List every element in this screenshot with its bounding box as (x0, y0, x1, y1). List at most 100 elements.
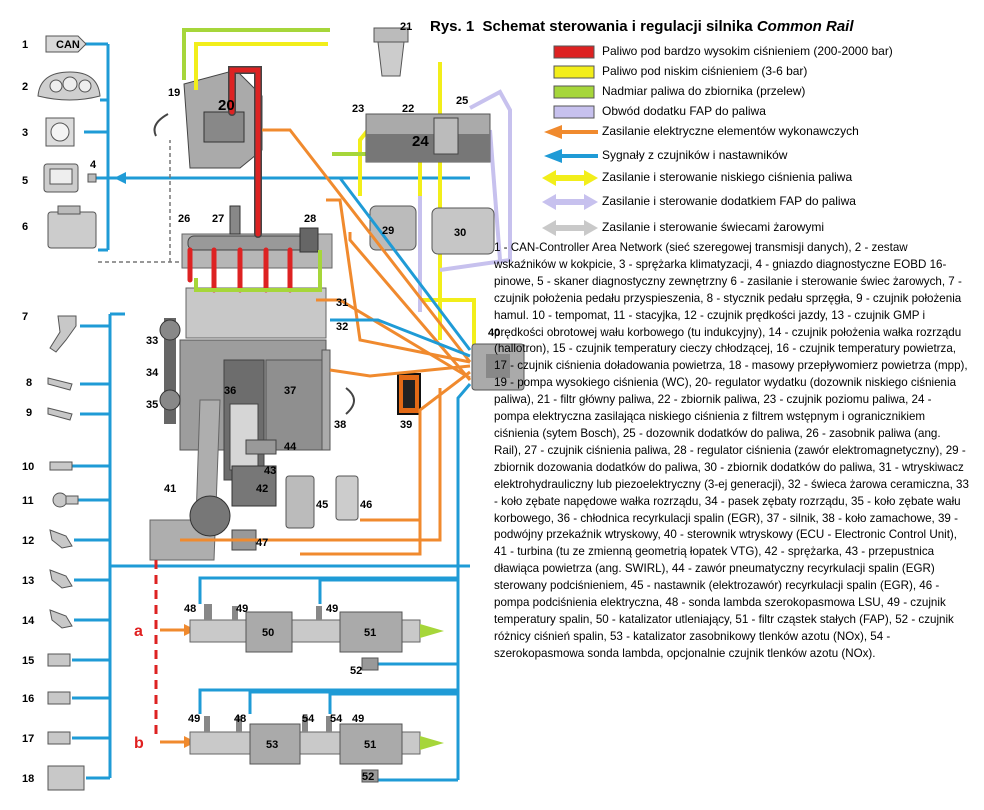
legend-item: Nadmiar paliwa do zbiornika (przelew) (540, 84, 805, 103)
component-description: 1 - CAN-Controller Area Network (sieć sz… (494, 240, 970, 663)
label-51b: 51 (364, 739, 376, 751)
label-43: 43 (264, 465, 276, 477)
title-prefix: Rys. 1 (430, 18, 475, 35)
description-text: 1 - CAN-Controller Area Network (sieć sz… (494, 241, 969, 660)
legend-label: Nadmiar paliwa do zbiornika (przelew) (602, 84, 806, 98)
label-37: 37 (284, 385, 296, 397)
legend-label: Zasilanie elektryczne elementów wykonawc… (602, 124, 859, 138)
label-44: 44 (284, 441, 297, 453)
legend-label: Zasilanie i sterowanie dodatkiem FAP do … (602, 194, 856, 208)
label-50: 50 (262, 627, 274, 639)
ac-compressor-icon (45, 117, 75, 147)
legend-swatch (553, 85, 595, 99)
legend-label: Zasilanie i sterowanie niskiego ciśnieni… (602, 170, 853, 184)
label-38: 38 (334, 419, 346, 431)
label-53: 53 (266, 739, 278, 751)
label-23: 23 (352, 103, 364, 115)
legend-swatch (553, 65, 595, 79)
label-49c: 49 (188, 713, 200, 725)
legend-label: Sygnały z czujników i nastawników (602, 148, 788, 162)
label-28: 28 (304, 213, 316, 225)
label-19: 19 (168, 87, 180, 99)
legend-item: Zasilanie i sterowanie dodatkiem FAP do … (540, 194, 856, 213)
label-16: 16 (22, 693, 34, 705)
label-42: 42 (256, 483, 268, 495)
label-33: 33 (146, 335, 158, 347)
label-7: 7 (22, 311, 28, 323)
label-48a: 48 (184, 603, 196, 615)
label-48b: 48 (234, 713, 246, 725)
title-italic: Common Rail (756, 18, 854, 35)
legend-label: Paliwo pod bardzo wysokim ciśnieniem (20… (602, 44, 893, 58)
label-36: 36 (224, 385, 236, 397)
label-54a: 54 (302, 713, 315, 725)
label-26: 26 (178, 213, 190, 225)
label-13: 13 (22, 575, 34, 587)
figure-title: Rys. 1 Schemat sterowania i regulacji si… (430, 18, 854, 35)
legend-label: Zasilanie i sterowanie świecami żarowymi (602, 220, 825, 234)
signal-bus-right (114, 172, 472, 782)
label-6: 6 (22, 221, 28, 233)
legend-item: Paliwo pod bardzo wysokim ciśnieniem (20… (540, 44, 893, 63)
label-41: 41 (164, 483, 176, 495)
label-49b: 49 (326, 603, 338, 615)
label-8: 8 (26, 377, 32, 389)
label-11: 11 (22, 495, 34, 507)
legend-arrow-icon (542, 194, 598, 210)
exhaust-line-b (189, 716, 444, 783)
legend-arrow-icon (544, 125, 598, 139)
label-4: 4 (90, 159, 97, 171)
label-39: 39 (400, 419, 412, 431)
legend-arrow-icon (542, 220, 598, 236)
label-52a: 52 (350, 665, 362, 677)
glow-relay-icon (47, 205, 97, 249)
label-2: 2 (22, 81, 28, 93)
fuel-tank (365, 113, 491, 163)
label-51a: 51 (364, 627, 376, 639)
ecu (471, 343, 525, 391)
high-pressure-lines (187, 66, 293, 293)
fuel-filter (373, 27, 409, 77)
label-54b: 54 (330, 713, 343, 725)
signal-bus-left (72, 42, 470, 780)
label-20: 20 (218, 97, 235, 114)
label-34: 34 (146, 367, 159, 379)
label-9: 9 (26, 407, 32, 419)
label-40: 40 (488, 327, 500, 339)
legend-arrow-icon (542, 170, 598, 186)
legend-item: Zasilanie i sterowanie świecami żarowymi (540, 220, 824, 239)
glow-control-dashed (98, 140, 215, 263)
label-21: 21 (400, 21, 412, 33)
label-b: b (134, 735, 144, 752)
label-52b: 52 (362, 771, 374, 783)
label-17: 17 (22, 733, 34, 745)
can-icon (45, 35, 87, 53)
fap-lines (418, 89, 512, 312)
legend-label: Obwód dodatku FAP do paliwa (602, 104, 766, 118)
power-lines (160, 128, 472, 748)
engine-block (149, 233, 359, 561)
return-lines (182, 28, 370, 292)
label-29: 29 (382, 225, 394, 237)
fap-dosing-tank (369, 205, 495, 255)
fuel-rail (187, 205, 319, 253)
label-49a: 49 (236, 603, 248, 615)
legend-item: Obwód dodatku FAP do paliwa (540, 104, 766, 123)
label-49d: 49 (352, 713, 364, 725)
diagnostic-scanner-icon (43, 163, 97, 193)
label-10: 10 (22, 461, 34, 473)
legend-item: Zasilanie elektryczne elementów wykonawc… (540, 124, 859, 143)
label-15: 15 (22, 655, 34, 667)
legend-swatch (553, 45, 595, 59)
label-30: 30 (454, 227, 466, 239)
dashboard-icon (37, 71, 101, 101)
label-12: 12 (22, 535, 34, 547)
label-22: 22 (402, 103, 414, 115)
label-3: 3 (22, 127, 28, 139)
label-32: 32 (336, 321, 348, 333)
legend-item: Sygnały z czujników i nastawników (540, 148, 787, 167)
label-45: 45 (316, 499, 328, 511)
label-27: 27 (212, 213, 224, 225)
label-can: CAN (56, 39, 80, 51)
